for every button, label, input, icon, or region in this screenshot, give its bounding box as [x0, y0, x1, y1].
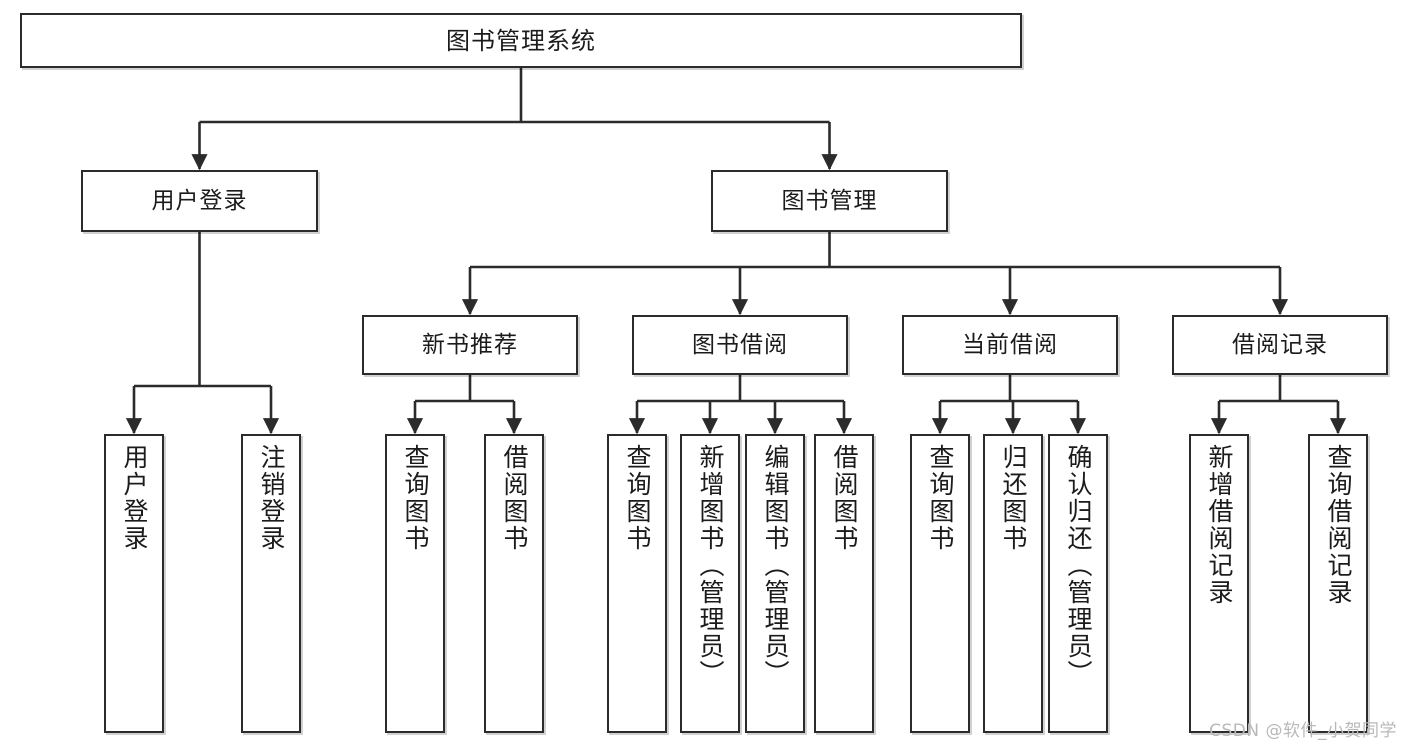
- node-l-cu-conf[interactable]: 确认归还（管理员）: [1048, 434, 1108, 733]
- node-label: 用户登录: [120, 444, 149, 552]
- node-label: 借阅图书: [830, 444, 859, 552]
- node-l-bw-borrow[interactable]: 借阅图书: [814, 434, 874, 733]
- node-label: 编辑图书（管理员）: [761, 444, 790, 687]
- node-label: 借阅图书: [500, 444, 529, 552]
- node-borrow[interactable]: 图书借阅: [632, 315, 848, 375]
- node-label: 图书借阅: [692, 331, 788, 358]
- node-label: 归还图书: [999, 444, 1028, 552]
- node-l-nb-borrow[interactable]: 借阅图书: [484, 434, 544, 733]
- node-l-cu-query[interactable]: 查询图书: [910, 434, 970, 733]
- node-label: 图书管理: [781, 187, 878, 214]
- node-label: 用户登录: [151, 187, 248, 214]
- node-l-bw-edit[interactable]: 编辑图书（管理员）: [745, 434, 805, 733]
- node-l-bw-add[interactable]: 新增图书（管理员）: [680, 434, 740, 733]
- node-label: 查询图书: [401, 444, 430, 552]
- node-l-nb-query[interactable]: 查询图书: [385, 434, 445, 733]
- node-l-logout[interactable]: 注销登录: [241, 434, 301, 733]
- node-label: 新增图书（管理员）: [696, 444, 725, 687]
- node-newbook[interactable]: 新书推荐: [362, 315, 578, 375]
- node-current[interactable]: 当前借阅: [902, 315, 1118, 375]
- node-root[interactable]: 图书管理系统: [20, 13, 1022, 68]
- node-l-login[interactable]: 用户登录: [104, 434, 164, 733]
- node-l-cu-return[interactable]: 归还图书: [983, 434, 1043, 733]
- node-bookmgmt[interactable]: 图书管理: [711, 170, 948, 232]
- node-records[interactable]: 借阅记录: [1172, 315, 1388, 375]
- node-label: 注销登录: [257, 444, 286, 552]
- node-l-rc-add[interactable]: 新增借阅记录: [1189, 434, 1249, 733]
- node-l-bw-query[interactable]: 查询图书: [607, 434, 667, 733]
- node-l-rc-query[interactable]: 查询借阅记录: [1308, 434, 1368, 733]
- node-label: 图书管理系统: [446, 26, 596, 55]
- node-label: 查询图书: [623, 444, 652, 552]
- node-label: 新增借阅记录: [1205, 444, 1234, 606]
- node-label: 新书推荐: [422, 331, 518, 358]
- node-label: 查询借阅记录: [1324, 444, 1353, 606]
- node-login[interactable]: 用户登录: [81, 170, 318, 232]
- node-label: 借阅记录: [1232, 331, 1328, 358]
- node-label: 查询图书: [926, 444, 955, 552]
- node-label: 当前借阅: [962, 331, 1058, 358]
- node-label: 确认归还（管理员）: [1064, 444, 1093, 687]
